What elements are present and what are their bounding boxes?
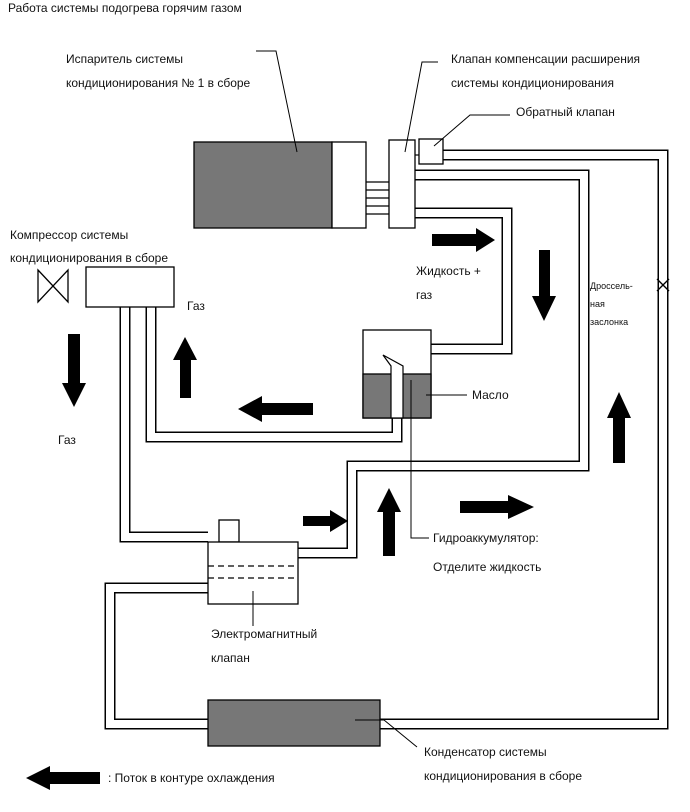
arrow-down-liquid <box>532 250 556 321</box>
arrow-left-oil <box>238 396 313 422</box>
label-liquid-gas-line2: газ <box>416 288 433 302</box>
liquid-gas-pipe <box>415 207 513 355</box>
label-throttle-line2: ная <box>590 299 605 309</box>
condenser-to-solenoid-pipe <box>104 582 208 730</box>
label-compressor-line2: кондиционирования в сборе <box>10 251 168 265</box>
flow-arrows <box>26 228 631 790</box>
label-gas-left: Газ <box>58 433 76 447</box>
label-evaporator-line1: Испаритель системы <box>66 52 183 66</box>
label-throttle-line3: заслонка <box>590 317 628 327</box>
label-solenoid-line2: клапан <box>211 651 250 665</box>
label-oil: Масло <box>472 388 509 402</box>
label-accumulator-line2: Отделите жидкость <box>433 560 541 574</box>
condenser-assembly <box>207 699 381 747</box>
label-evaporator-line2: кондиционирования № 1 в сборе <box>66 76 251 90</box>
compressor-clutch-symbol <box>37 268 69 304</box>
label-check-valve: Обратный клапан <box>516 105 615 119</box>
pipes <box>104 149 669 730</box>
arrow-up-right-loop <box>607 392 631 463</box>
diagram-title: Работа системы подогрева горячим газом <box>8 1 242 15</box>
outer-loop-pipe <box>380 149 669 730</box>
label-liquid-gas-line1: Жидкость + <box>416 264 481 278</box>
arrow-up-accumulator <box>377 488 401 556</box>
leader-lines <box>252 50 510 748</box>
accumulator-to-compressor-pipe <box>145 307 403 443</box>
arrow-up-gas <box>173 337 197 398</box>
compressor-assembly <box>37 266 175 308</box>
labels: Испаритель системы кондиционирования № 1… <box>10 52 640 785</box>
label-condenser-line1: Конденсатор системы <box>424 745 547 759</box>
label-expansion-valve-line2: системы кондиционирования <box>451 76 614 90</box>
label-gas-right: Газ <box>187 299 205 313</box>
evaporator-assembly <box>193 141 367 229</box>
evaporator-tubes <box>366 181 389 215</box>
valve-to-solenoid-pipe <box>298 169 590 559</box>
arrow-right-top <box>432 228 495 252</box>
label-condenser-line2: кондиционирования в сборе <box>424 769 582 783</box>
accumulator <box>362 329 432 419</box>
compressor-discharge-pipe <box>119 307 208 543</box>
arrow-right-middle <box>460 495 534 519</box>
legend-label: : Поток в контуре охлаждения <box>108 771 275 785</box>
throttle-symbol <box>656 278 670 292</box>
label-throttle-line1: Дроссель- <box>590 281 633 291</box>
legend-arrow <box>26 766 100 790</box>
label-expansion-valve-line1: Клапан компенсации расширения <box>451 52 640 66</box>
expansion-valve <box>388 139 416 229</box>
label-solenoid-line1: Электромагнитный <box>211 627 317 641</box>
check-valve <box>415 138 444 165</box>
label-accumulator-line1: Гидроаккумулятор: <box>433 531 539 545</box>
arrow-down-gas-left <box>62 334 86 407</box>
label-compressor-line1: Компрессор системы <box>10 228 128 242</box>
arrow-right-solenoid <box>303 510 348 532</box>
